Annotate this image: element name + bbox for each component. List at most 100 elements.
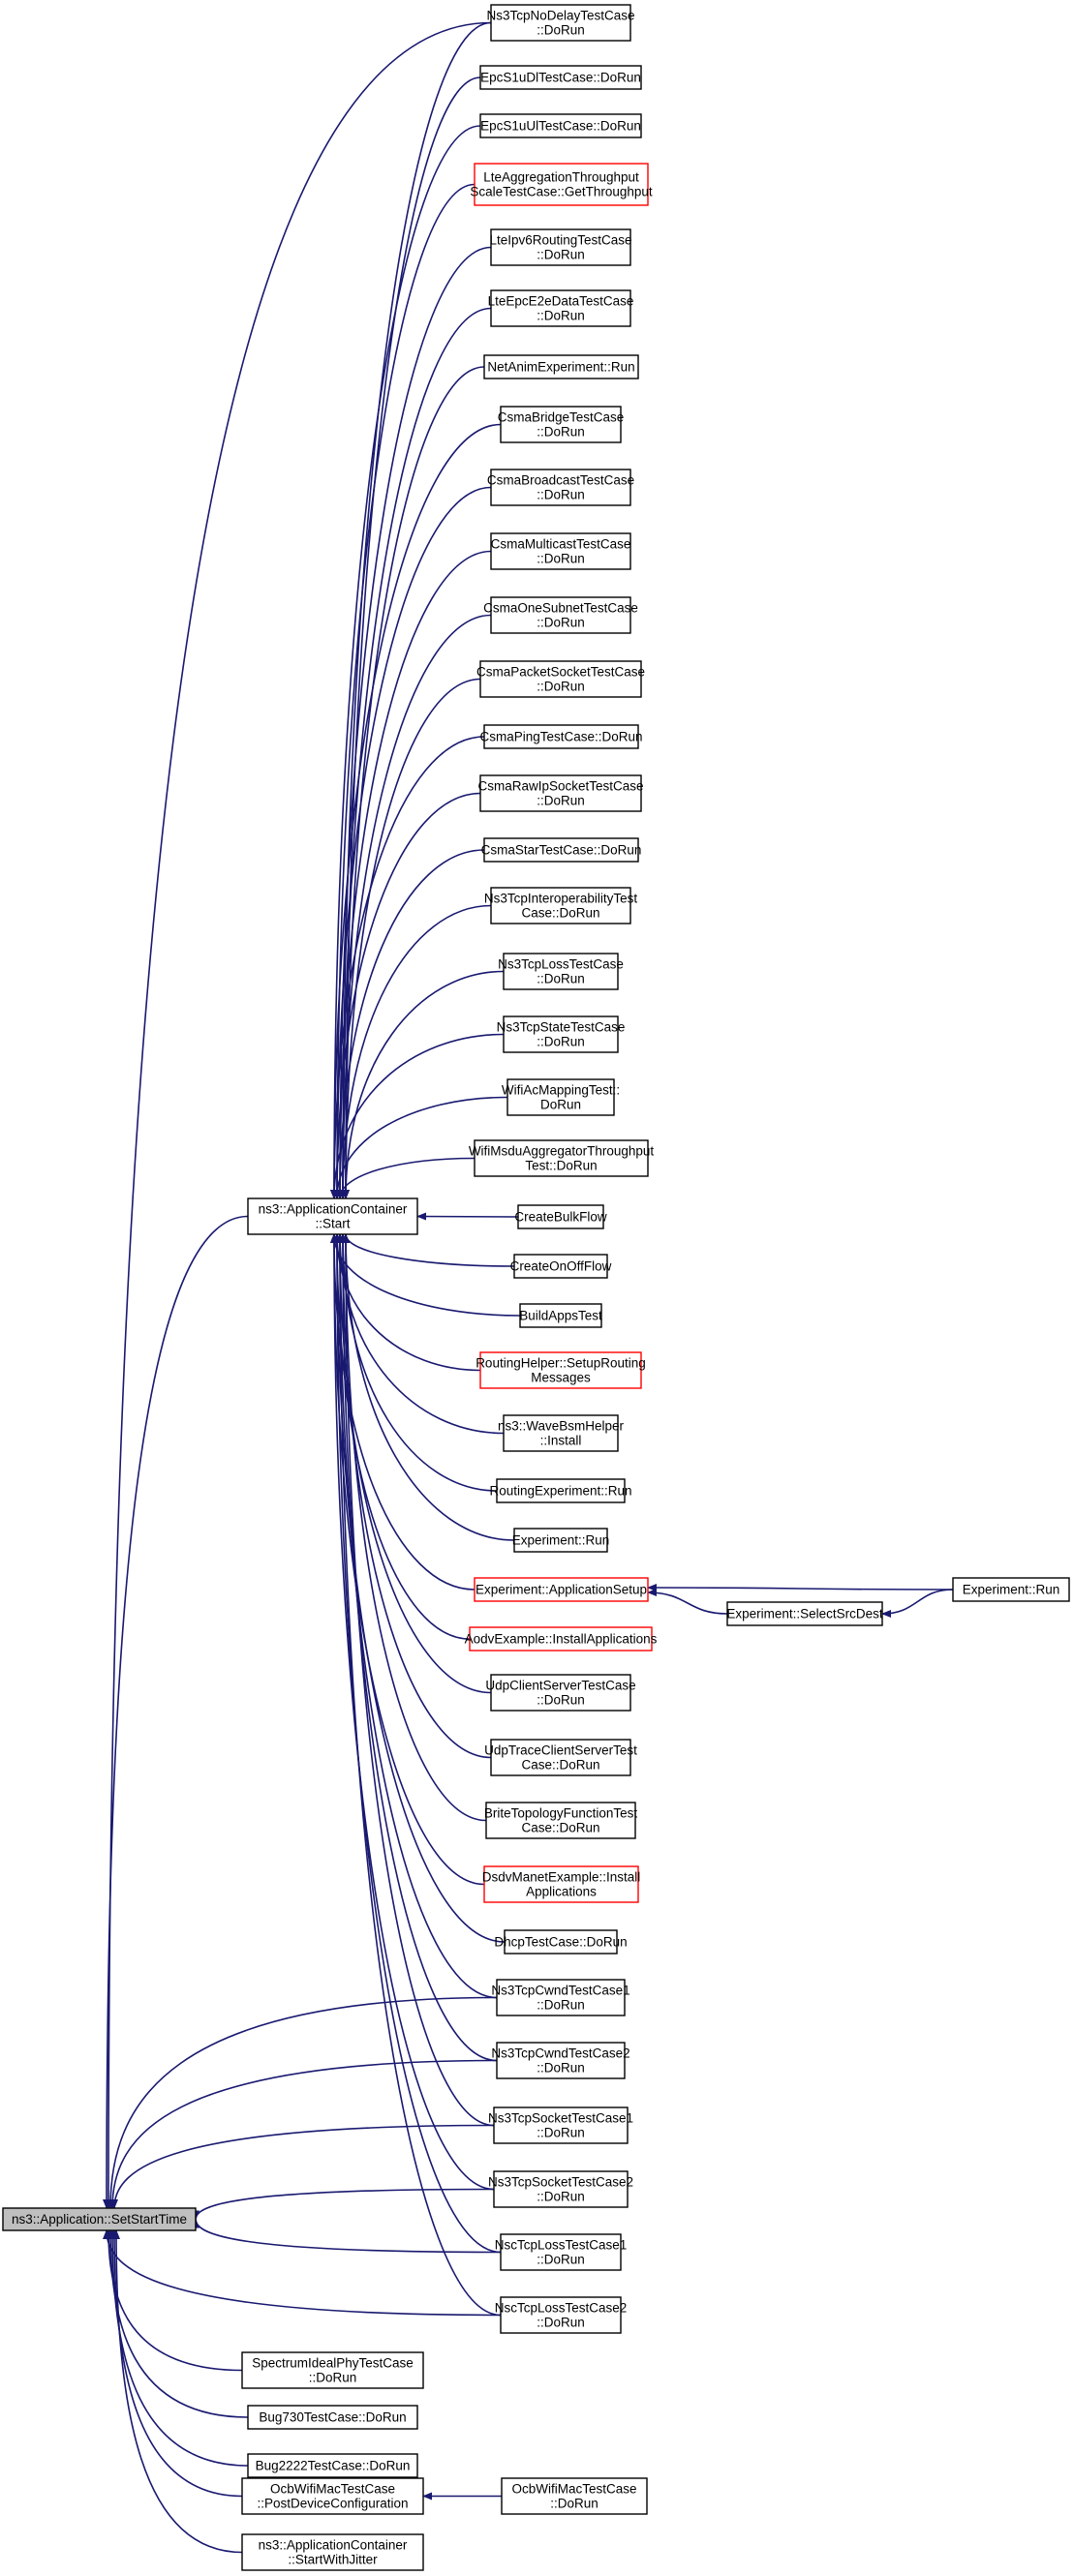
node-box: [493, 2106, 629, 2144]
node-csmamulticast[interactable]: CsmaMulticastTestCase::DoRun: [490, 532, 631, 570]
node-ns3tcpstate[interactable]: Ns3TcpStateTestCase::DoRun: [497, 1015, 626, 1053]
node-label-line: CsmaStarTestCase::DoRun: [481, 843, 642, 858]
edge-netanim-to-appcontainer_start: [342, 366, 485, 1199]
node-csmabroadcast[interactable]: CsmaBroadcastTestCase::DoRun: [487, 469, 634, 506]
node-routingexp[interactable]: RoutingExperiment::Run: [489, 1478, 632, 1503]
node-experimentrun1[interactable]: Experiment::Run: [512, 1528, 610, 1553]
node-label-line: Ns3TcpSocketTestCase1: [488, 2111, 633, 2126]
edge-expappsetup-to-appcontainer_start: [330, 1233, 476, 1591]
node-box: [490, 228, 631, 266]
node-label-line: Bug730TestCase::DoRun: [259, 2410, 406, 2425]
edge-routingexp-to-appcontainer_start: [339, 1233, 498, 1492]
node-label-line: WifiMsduAggregatorThroughput: [469, 1144, 655, 1159]
edge-wavebsm-to-appcontainer_start: [336, 1233, 505, 1435]
node-nsctcploss2[interactable]: NscTcpLossTestCase2::DoRun: [495, 2296, 628, 2334]
node-expappsetup[interactable]: Experiment::ApplicationSetup: [474, 1577, 649, 1602]
node-udpclientserver[interactable]: UdpClientServerTestCase::DoRun: [485, 1674, 636, 1712]
node-ns3tcploss[interactable]: Ns3TcpLossTestCase::DoRun: [498, 953, 624, 990]
node-label-line: ::DoRun: [537, 425, 585, 439]
node-ocbwifimac_post[interactable]: OcbWifiMacTestCase::PostDeviceConfigurat…: [241, 2477, 424, 2515]
node-label-line: DhcpTestCase::DoRun: [494, 1935, 627, 1950]
node-aodvexample[interactable]: AodvExample::InstallApplications: [465, 1626, 658, 1652]
node-label-line: UdpTraceClientServerTest: [484, 1743, 637, 1758]
node-wavebsm[interactable]: ns3::WaveBsmHelper::Install: [498, 1414, 625, 1452]
node-label-line: AodvExample::InstallApplications: [465, 1632, 658, 1647]
node-createbulkflow[interactable]: CreateBulkFlow: [514, 1204, 607, 1229]
node-lteepce2e[interactable]: LteEpcE2eDataTestCase::DoRun: [488, 289, 634, 327]
edge-nsctcploss2-to-appcontainer_start: [336, 1233, 502, 2317]
node-label-line: LteEpcE2eDataTestCase: [488, 294, 634, 309]
node-box: [479, 774, 642, 812]
node-label-line: ::DoRun: [537, 2126, 585, 2140]
node-box: [241, 2351, 424, 2389]
node-expselectsrc[interactable]: Experiment::SelectSrcDest: [726, 1601, 883, 1626]
node-setstarttime[interactable]: ns3::Application::SetStartTime: [2, 2207, 197, 2231]
edge-experimentrun1-to-appcontainer_start: [342, 1233, 515, 1541]
node-box: [501, 2477, 648, 2515]
node-ns3tcpsocket2[interactable]: Ns3TcpSocketTestCase2::DoRun: [488, 2170, 633, 2208]
node-label-line: ::Start: [315, 1217, 350, 1231]
node-box: [469, 1626, 653, 1652]
node-label-line: ::DoRun: [537, 1998, 585, 2013]
node-csmabridge[interactable]: CsmaBridgeTestCase::DoRun: [498, 406, 625, 443]
edge-ns3tcpstate-to-appcontainer_start: [330, 1033, 505, 1199]
node-csmaping[interactable]: CsmaPingTestCase::DoRun: [479, 724, 643, 749]
node-box: [513, 1254, 608, 1279]
edge-appcontainer_start-to-setstarttime: [103, 1215, 249, 2209]
node-box: [496, 1979, 626, 2016]
edge-wifiacmapping-to-appcontainer_start: [333, 1096, 508, 1199]
node-buildappstest[interactable]: BuildAppsTest: [519, 1303, 602, 1328]
node-label-line: DoRun: [540, 1098, 581, 1112]
node-bug730[interactable]: Bug730TestCase::DoRun: [247, 2405, 418, 2430]
node-csmapacketsocket[interactable]: CsmaPacketSocketTestCase::DoRun: [476, 660, 645, 698]
node-wifiacmapping[interactable]: WifiAcMappingTest::DoRun: [502, 1078, 620, 1116]
edge-nsctcploss2-to-setstarttime: [103, 2229, 502, 2317]
node-label-line: CsmaBroadcastTestCase: [487, 473, 634, 488]
node-ns3tcpsocket1[interactable]: Ns3TcpSocketTestCase1::DoRun: [488, 2106, 633, 2144]
node-appcontainer_jitter[interactable]: ns3::ApplicationContainer::StartWithJitt…: [241, 2533, 424, 2571]
node-box: [490, 1674, 631, 1712]
node-label-line: ns3::WaveBsmHelper: [498, 1419, 625, 1434]
edge-epcs1uul-to-appcontainer_start: [330, 125, 481, 1199]
node-netanim[interactable]: NetAnimExperiment::Run: [483, 354, 639, 379]
node-lteagg[interactable]: LteAggregationThroughputScaleTestCase::G…: [470, 163, 653, 206]
node-box: [503, 1414, 619, 1452]
node-ns3tcpnodelay[interactable]: Ns3TcpNoDelayTestCase::DoRun: [486, 4, 635, 42]
node-label-line: Case::DoRun: [521, 1821, 599, 1835]
node-appcontainer_start[interactable]: ns3::ApplicationContainer::Start: [247, 1197, 418, 1235]
node-ns3tcpcwnd1[interactable]: Ns3TcpCwndTestCase1::DoRun: [491, 1979, 630, 2016]
node-bug2222[interactable]: Bug2222TestCase::DoRun: [247, 2453, 418, 2478]
node-box: [241, 2533, 424, 2571]
edge-nsctcploss1-to-setstarttime: [192, 2218, 502, 2254]
node-dsdvmanet[interactable]: DsdvManetExample::InstallApplications: [482, 1865, 641, 1903]
node-lteipv6[interactable]: LteIpv6RoutingTestCase::DoRun: [489, 228, 632, 266]
node-nsctcploss1[interactable]: NscTcpLossTestCase1::DoRun: [495, 2233, 628, 2271]
node-dhcptest[interactable]: DhcpTestCase::DoRun: [494, 1929, 628, 1955]
node-csmastar[interactable]: CsmaStarTestCase::DoRun: [481, 837, 642, 863]
node-label-line: Ns3TcpInteroperabilityTest: [484, 892, 638, 906]
node-experimentrun2[interactable]: Experiment::Run: [952, 1577, 1070, 1602]
node-createonoffflow[interactable]: CreateOnOffFlow: [510, 1254, 612, 1279]
edge-lteagg-to-appcontainer_start: [333, 183, 476, 1199]
node-label-line: ::StartWithJitter: [288, 2553, 378, 2567]
node-csmarawip[interactable]: CsmaRawIpSocketTestCase::DoRun: [477, 774, 644, 812]
node-label-line: Ns3TcpCwndTestCase1: [491, 1984, 629, 1998]
node-box: [479, 660, 642, 698]
node-epcs1udl[interactable]: EpcS1uDlTestCase::DoRun: [479, 65, 642, 90]
node-label-line: ::DoRun: [550, 2497, 598, 2511]
node-label-line: OcbWifiMacTestCase: [270, 2482, 395, 2497]
node-label-line: UdpClientServerTestCase: [485, 1679, 635, 1693]
node-ns3tcpcwnd2[interactable]: Ns3TcpCwndTestCase2::DoRun: [491, 2042, 630, 2079]
node-spectrumideal[interactable]: SpectrumIdealPhyTestCase::DoRun: [241, 2351, 424, 2389]
node-epcs1uul[interactable]: EpcS1uUlTestCase::DoRun: [479, 113, 642, 138]
node-label-line: CsmaMulticastTestCase: [491, 537, 631, 552]
node-label-line: ns3::ApplicationContainer: [259, 1202, 408, 1217]
node-ocbwifimac_dorun[interactable]: OcbWifiMacTestCase::DoRun: [501, 2477, 648, 2515]
node-csmaonesubnet[interactable]: CsmaOneSubnetTestCase::DoRun: [483, 596, 638, 634]
